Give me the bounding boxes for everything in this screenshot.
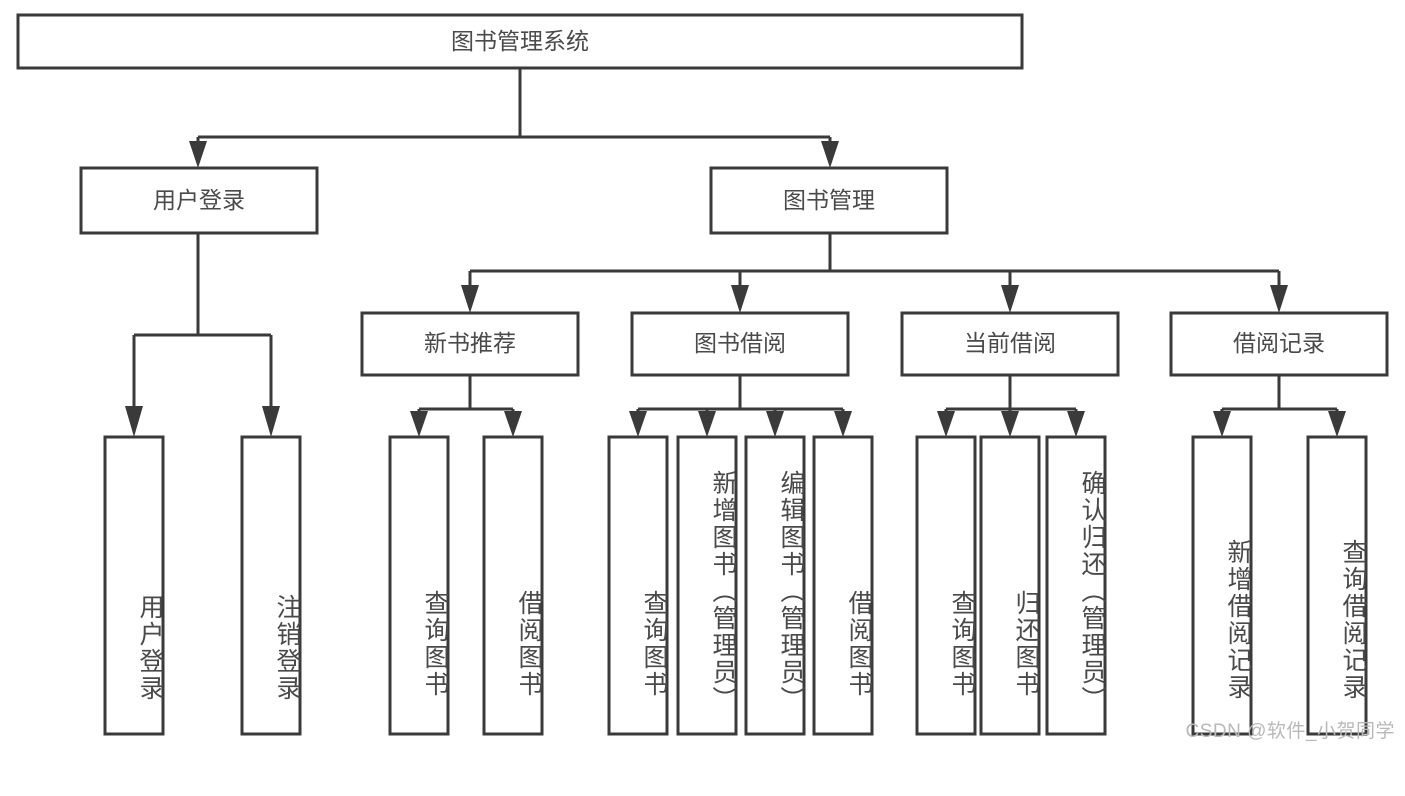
- node-user-login[interactable]: 用户登录: [79, 166, 319, 235]
- node-book-manage[interactable]: 图书管理: [709, 166, 949, 235]
- arrow-head-user-login: [189, 141, 207, 168]
- node-leaf-user-logout-box[interactable]: [240, 435, 302, 736]
- arrow-head-leaf-add-record: [1213, 411, 1231, 437]
- leaf-boxes-layer: [103, 435, 1368, 736]
- arrow-head-leaf-confirm-return: [1067, 411, 1085, 437]
- arrow-head-leaf-query-record: [1328, 411, 1346, 437]
- arrow-head-borrow-record: [1270, 285, 1288, 313]
- node-leaf-add-book-box[interactable]: [676, 435, 738, 736]
- arrow-head-leaf-return-book: [1001, 411, 1019, 437]
- arrow-head-leaf-user-logout: [262, 406, 280, 437]
- node-user-login-label: 用户登录: [153, 187, 245, 213]
- node-leaf-return-book-box[interactable]: [979, 435, 1041, 736]
- node-leaf-borrow-book-2-box[interactable]: [812, 435, 874, 736]
- node-leaf-query-book-2-box[interactable]: [607, 435, 669, 736]
- node-current-borrow-label: 当前借阅: [964, 330, 1056, 356]
- node-book-manage-box[interactable]: [709, 166, 949, 235]
- arrow-head-book-borrow: [731, 285, 749, 313]
- node-new-book-recommend[interactable]: 新书推荐: [360, 311, 580, 377]
- node-new-book-recommend-box[interactable]: [360, 311, 580, 377]
- node-leaf-user-login-box[interactable]: [103, 435, 165, 736]
- node-leaf-query-book-3-box[interactable]: [915, 435, 977, 736]
- arrow-head-leaf-user-login: [125, 406, 143, 437]
- node-root-box[interactable]: [16, 13, 1024, 70]
- arrow-head-leaf-edit-book: [766, 411, 784, 437]
- node-borrow-record[interactable]: 借阅记录: [1169, 311, 1389, 377]
- node-borrow-record-box[interactable]: [1169, 311, 1389, 377]
- node-new-book-recommend-label: 新书推荐: [424, 330, 516, 356]
- node-current-borrow[interactable]: 当前借阅: [900, 311, 1120, 377]
- node-user-login-box[interactable]: [79, 166, 319, 235]
- node-root[interactable]: 图书管理系统: [16, 13, 1024, 70]
- arrow-head-leaf-borrow-book-2: [834, 411, 852, 437]
- node-book-borrow-label: 图书借阅: [694, 330, 786, 356]
- arrow-head-leaf-borrow-book-1: [504, 411, 522, 437]
- node-root-label: 图书管理系统: [451, 28, 589, 54]
- node-leaf-add-record-box[interactable]: [1191, 435, 1253, 736]
- edges-layer: [125, 68, 1346, 437]
- csdn-watermark: CSDN @软件_小贺同学: [1185, 721, 1395, 742]
- arrow-head-leaf-query-book-2: [629, 411, 647, 437]
- node-borrow-record-label: 借阅记录: [1233, 330, 1325, 356]
- arrow-head-new-book-recommend: [461, 285, 479, 313]
- node-leaf-query-record-box[interactable]: [1306, 435, 1368, 736]
- node-leaf-confirm-return-box[interactable]: [1045, 435, 1107, 736]
- node-book-manage-label: 图书管理: [783, 187, 875, 213]
- arrow-head-leaf-add-book: [698, 411, 716, 437]
- org-chart-canvas: 图书管理系统 用户登录 图书管理 新书推荐 图书借阅 当前借阅 借阅记录: [16, 13, 1389, 736]
- node-current-borrow-box[interactable]: [900, 311, 1120, 377]
- node-book-borrow[interactable]: 图书借阅: [630, 311, 850, 377]
- arrow-head-current-borrow: [1001, 285, 1019, 313]
- node-book-borrow-box[interactable]: [630, 311, 850, 377]
- arrow-head-leaf-query-book-1: [410, 411, 428, 437]
- node-leaf-borrow-book-1-box[interactable]: [482, 435, 544, 736]
- arrow-head-book-manage: [821, 141, 839, 168]
- arrow-head-leaf-query-book-3: [937, 411, 955, 437]
- node-leaf-edit-book-box[interactable]: [744, 435, 806, 736]
- node-leaf-query-book-1-box[interactable]: [388, 435, 450, 736]
